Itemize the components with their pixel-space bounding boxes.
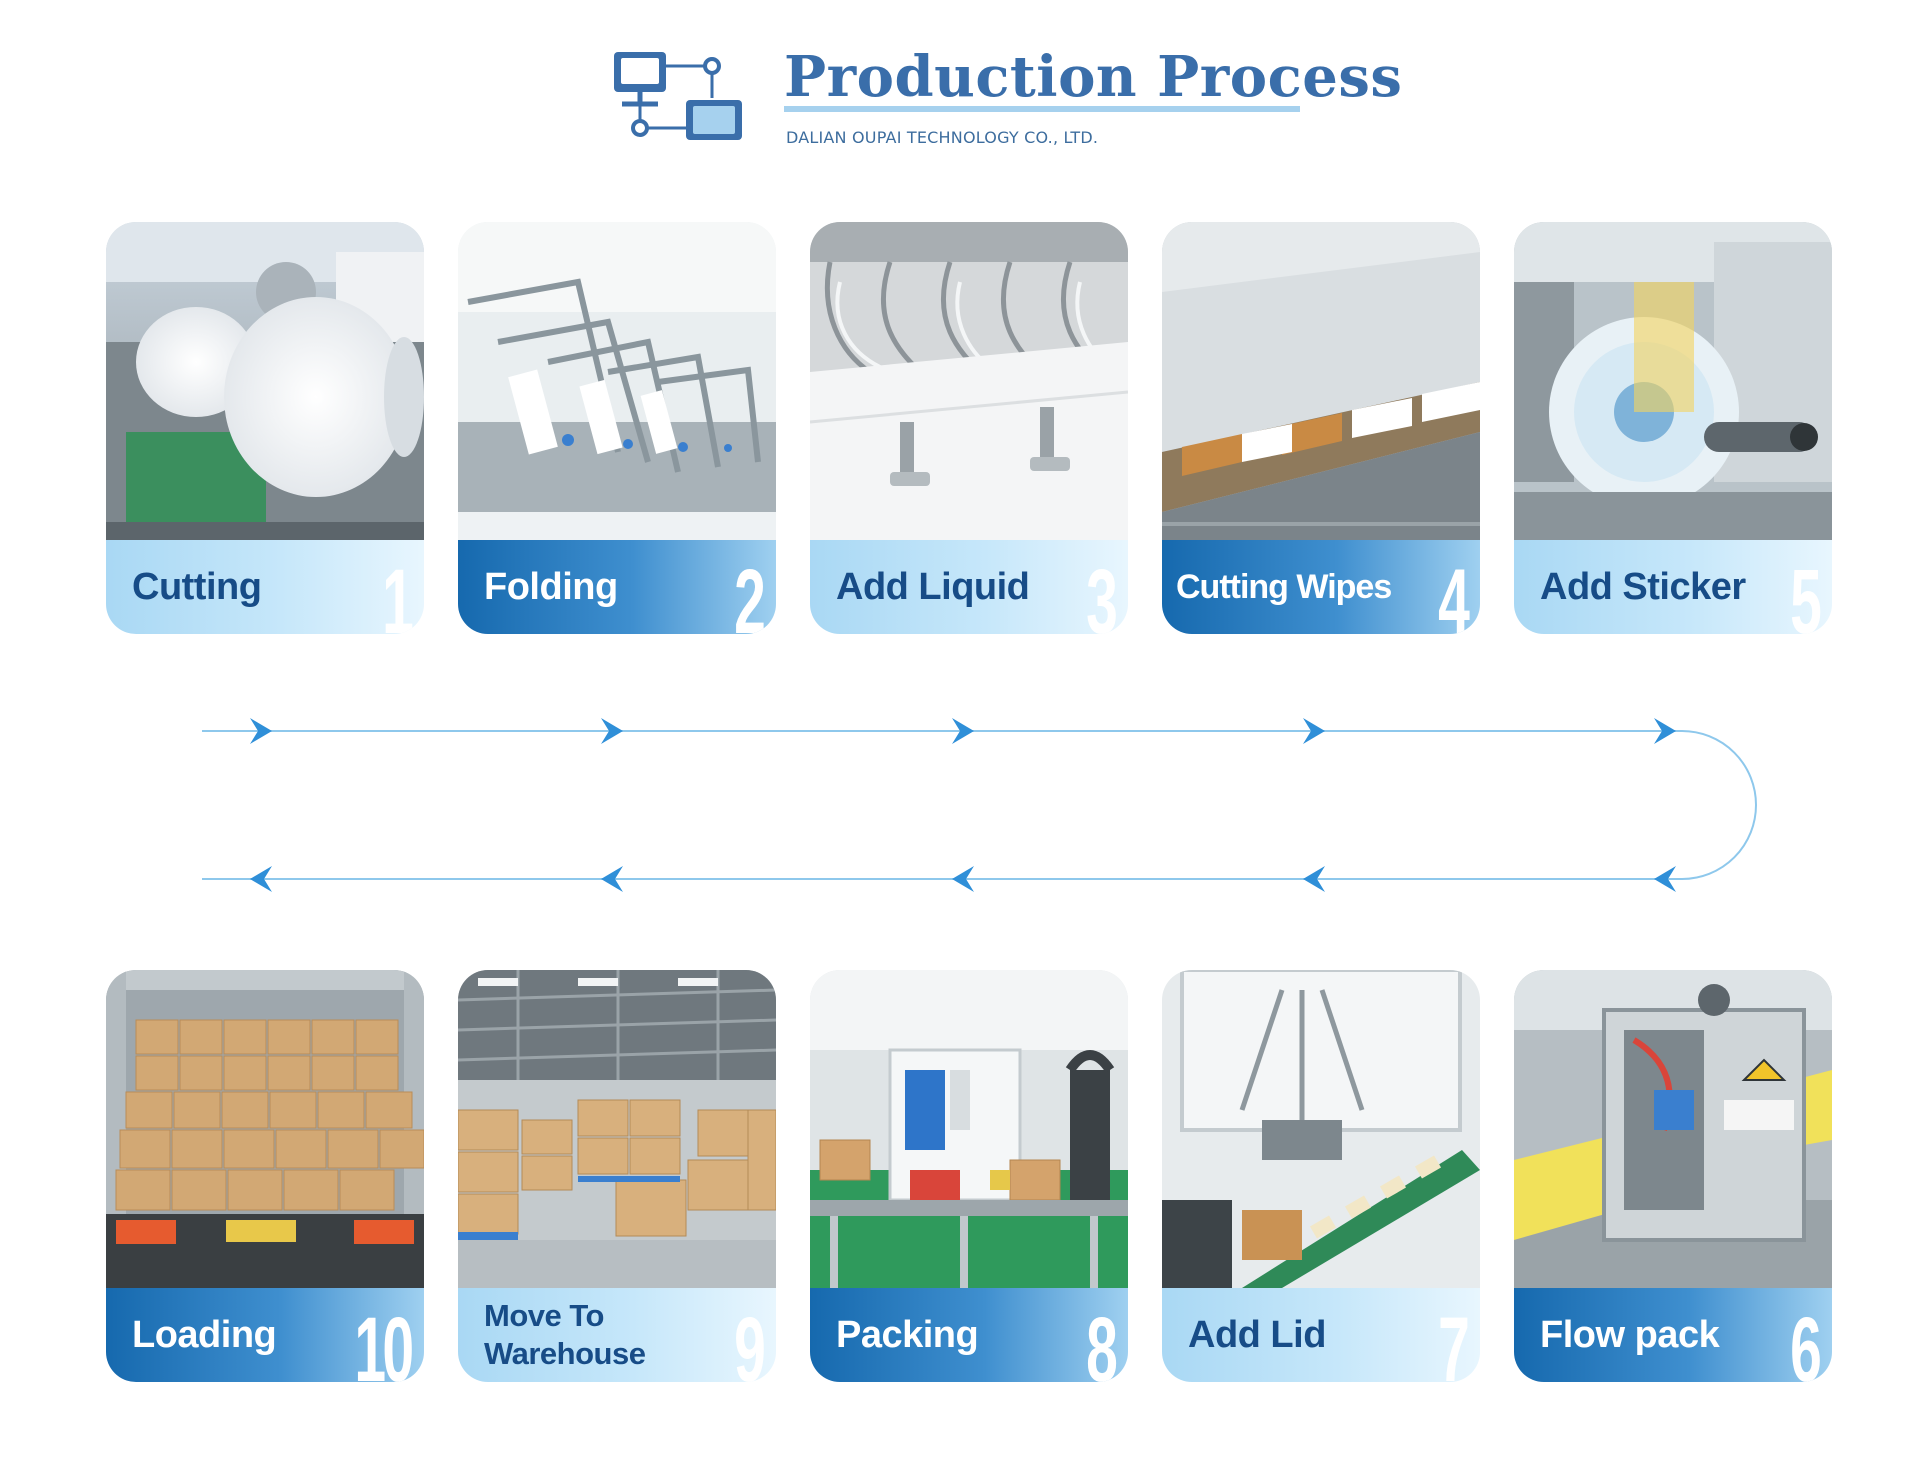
cutting-photo bbox=[106, 222, 424, 540]
flow-pack-photo bbox=[1514, 970, 1832, 1288]
step-bar: Move To Warehouse 9 bbox=[458, 1288, 776, 1382]
step-bar: Packing 8 bbox=[810, 1288, 1128, 1382]
step-bar: Cutting 1 bbox=[106, 540, 424, 634]
arrow-left-icon bbox=[952, 866, 974, 892]
arrow-left-icon bbox=[1654, 866, 1676, 892]
step-number: 9 bbox=[733, 1299, 766, 1382]
step-number: 8 bbox=[1085, 1299, 1118, 1382]
step-card-1: Cutting 1 bbox=[106, 222, 424, 634]
step-bar: Flow pack 6 bbox=[1514, 1288, 1832, 1382]
step-bar: Add Liquid 3 bbox=[810, 540, 1128, 634]
page-header: Production Process DALIAN OUPAI TECHNOLO… bbox=[612, 44, 1402, 154]
step-card-8: Packing 8 bbox=[810, 970, 1128, 1382]
arrow-right-icon bbox=[250, 718, 272, 744]
step-label: Add Liquid bbox=[836, 566, 1030, 608]
step-card-6: Flow pack 6 bbox=[1514, 970, 1832, 1382]
step-card-9: Move To Warehouse 9 bbox=[458, 970, 776, 1382]
step-number: 4 bbox=[1437, 551, 1470, 634]
step-label: Add Lid bbox=[1188, 1314, 1326, 1356]
step-number: 10 bbox=[353, 1299, 414, 1382]
step-card-5: Add Sticker 5 bbox=[1514, 222, 1832, 634]
folding-photo bbox=[458, 222, 776, 540]
add-lid-photo bbox=[1162, 970, 1480, 1288]
arrow-left-icon bbox=[1303, 866, 1325, 892]
step-number: 3 bbox=[1085, 551, 1118, 634]
step-label: Packing bbox=[836, 1314, 979, 1356]
arrow-right-icon bbox=[601, 718, 623, 744]
arrow-left-icon bbox=[601, 866, 623, 892]
loading-photo bbox=[106, 970, 424, 1288]
step-card-7: Add Lid 7 bbox=[1162, 970, 1480, 1382]
flow-turn-curve bbox=[1681, 730, 1757, 880]
step-card-2: Folding 2 bbox=[458, 222, 776, 634]
step-label: Flow pack bbox=[1540, 1314, 1720, 1356]
step-number: 7 bbox=[1437, 1299, 1470, 1382]
title-underline bbox=[784, 106, 1300, 112]
packing-photo bbox=[810, 970, 1128, 1288]
step-number: 6 bbox=[1789, 1299, 1822, 1382]
step-label: Add Sticker bbox=[1540, 566, 1746, 608]
network-diagram-icon bbox=[614, 52, 742, 140]
warehouse-photo bbox=[458, 970, 776, 1288]
step-label: Folding bbox=[484, 566, 618, 608]
company-name: DALIAN OUPAI TECHNOLOGY CO., LTD. bbox=[786, 128, 1099, 147]
step-card-10: Loading 10 bbox=[106, 970, 424, 1382]
arrow-right-icon bbox=[952, 718, 974, 744]
step-label: Cutting Wipes bbox=[1176, 568, 1392, 606]
step-label: Cutting bbox=[132, 566, 262, 608]
add-liquid-photo bbox=[810, 222, 1128, 540]
step-card-3: Add Liquid 3 bbox=[810, 222, 1128, 634]
step-bar: Cutting Wipes 4 bbox=[1162, 540, 1480, 634]
process-flow-connector bbox=[202, 718, 1757, 892]
cutting-wipes-photo bbox=[1162, 222, 1480, 540]
step-label: Loading bbox=[132, 1314, 277, 1356]
step-card-4: Cutting Wipes 4 bbox=[1162, 222, 1480, 634]
step-bar: Add Sticker 5 bbox=[1514, 540, 1832, 634]
step-number: 5 bbox=[1789, 551, 1822, 634]
add-sticker-photo bbox=[1514, 222, 1832, 540]
step-bar: Add Lid 7 bbox=[1162, 1288, 1480, 1382]
arrow-left-icon bbox=[250, 866, 272, 892]
arrow-right-icon bbox=[1654, 718, 1676, 744]
step-number: 2 bbox=[733, 551, 766, 634]
step-label: Move To Warehouse bbox=[484, 1298, 646, 1371]
page-title: Production Process bbox=[784, 44, 1403, 110]
step-bar: Loading 10 bbox=[106, 1288, 424, 1382]
step-bar: Folding 2 bbox=[458, 540, 776, 634]
step-number: 1 bbox=[381, 551, 414, 634]
arrow-right-icon bbox=[1303, 718, 1325, 744]
